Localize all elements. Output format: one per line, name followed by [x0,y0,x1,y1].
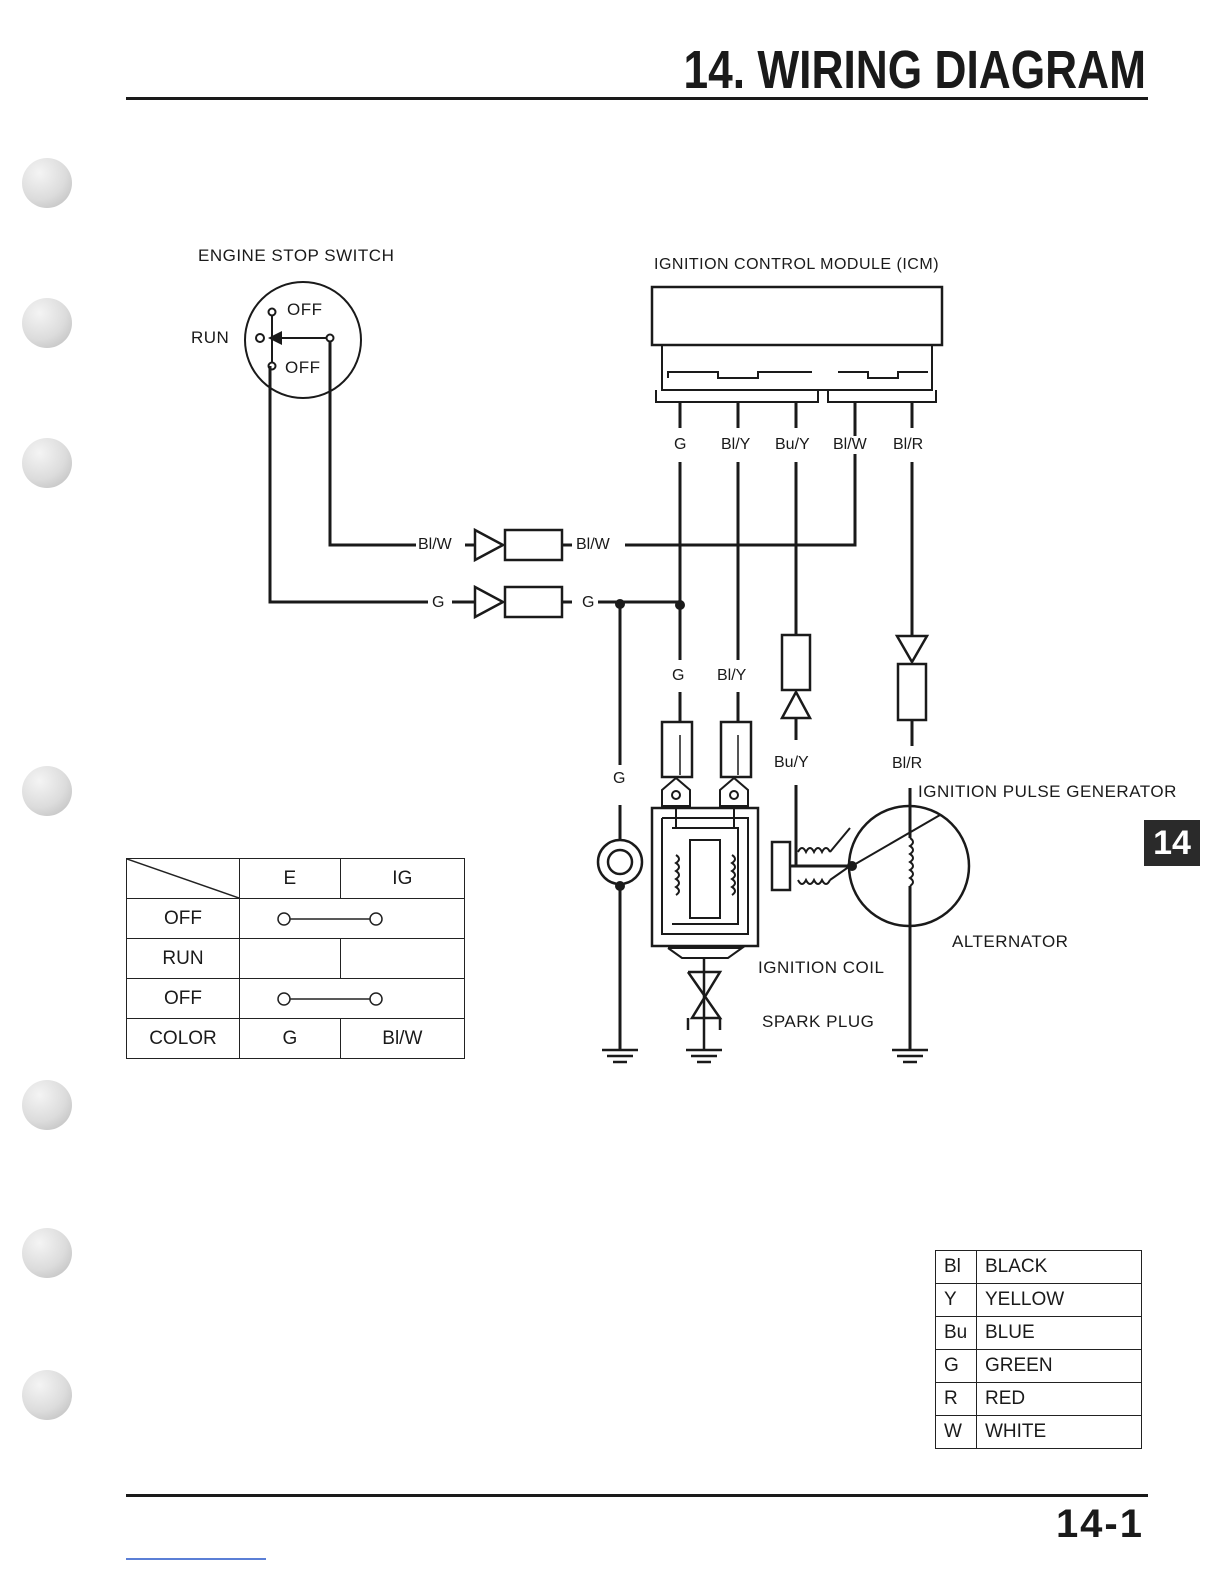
color-name: RED [977,1383,1142,1416]
table-row: OFF [127,979,465,1019]
row-label: OFF [127,899,240,939]
wire-label-coil-bl-y: Bl/Y [715,667,748,685]
empty-cell [240,939,341,979]
table-row: COLOR G Bl/W [127,1019,465,1059]
color-cell: Bl/W [340,1019,464,1059]
color-cell: G [240,1019,341,1059]
color-name: GREEN [977,1350,1142,1383]
wire-label-g-right: G [580,594,596,612]
color-name: WHITE [977,1416,1142,1449]
wire-label-g-left: G [430,594,446,612]
ignition-pulse-generator-symbol [772,842,790,890]
engine-stop-switch-label: ENGINE STOP SWITCH [198,246,394,266]
icm-label: IGNITION CONTROL MODULE (ICM) [654,256,939,274]
row-label: COLOR [127,1019,240,1059]
color-code: R [936,1383,977,1416]
wire-label-g-vertical: G [611,770,627,788]
run-label: RUN [191,328,229,348]
icm-terminal-label: Bu/Y [773,436,812,454]
off-bottom-label: OFF [285,358,321,378]
color-code: Bu [936,1317,977,1350]
switch-continuity-table: E IG OFF RUN OFF COLOR G Bl/W [126,858,465,1059]
wire-label-bl-r-lower: Bl/R [890,755,924,773]
ignition-coil-label: IGNITION COIL [758,958,884,978]
row-label: RUN [127,939,240,979]
continuity-link [276,989,464,1009]
wire-label-bl-w-left: Bl/W [416,536,454,554]
off-top-label: OFF [287,300,323,320]
table-header: E [240,859,341,899]
table-row: RUN [127,939,465,979]
alternator-label: ALTERNATOR [952,932,1068,952]
wire-label-coil-g: G [670,667,686,685]
continuity-link [276,909,464,929]
section-tab: 14 [1144,820,1200,866]
color-name: BLACK [977,1251,1142,1284]
footer-rule [126,1494,1148,1497]
table-header: IG [340,859,464,899]
color-name: BLUE [977,1317,1142,1350]
color-code: Bl [936,1251,977,1284]
empty-cell [340,939,464,979]
color-code: G [936,1350,977,1383]
table-corner-cell [127,859,240,899]
wire-g [270,366,428,602]
spark-plug-label: SPARK PLUG [762,1012,874,1032]
icm-terminal-label: Bl/W [831,436,869,454]
page-number: 14-1 [1056,1502,1144,1547]
row-label: OFF [127,979,240,1019]
table-row: OFF [127,899,465,939]
icm-terminal-label: Bl/R [891,436,925,454]
color-name: YELLOW [977,1284,1142,1317]
icm-terminal-label: G [672,436,688,454]
diagonal-divider [127,859,239,898]
color-code: Y [936,1284,977,1317]
footer-link-bar [126,1558,266,1560]
ignition-pulse-generator-label: IGNITION PULSE GENERATOR [918,782,1177,802]
continuity-cell [240,979,465,1019]
wire-label-bu-y-lower: Bu/Y [772,754,811,772]
wire-label-bl-w-right: Bl/W [574,536,612,554]
continuity-cell [240,899,465,939]
icm-terminal-label: Bl/Y [719,436,752,454]
color-code: W [936,1416,977,1449]
icm-module [652,287,942,345]
wire-bl-w [330,342,420,545]
